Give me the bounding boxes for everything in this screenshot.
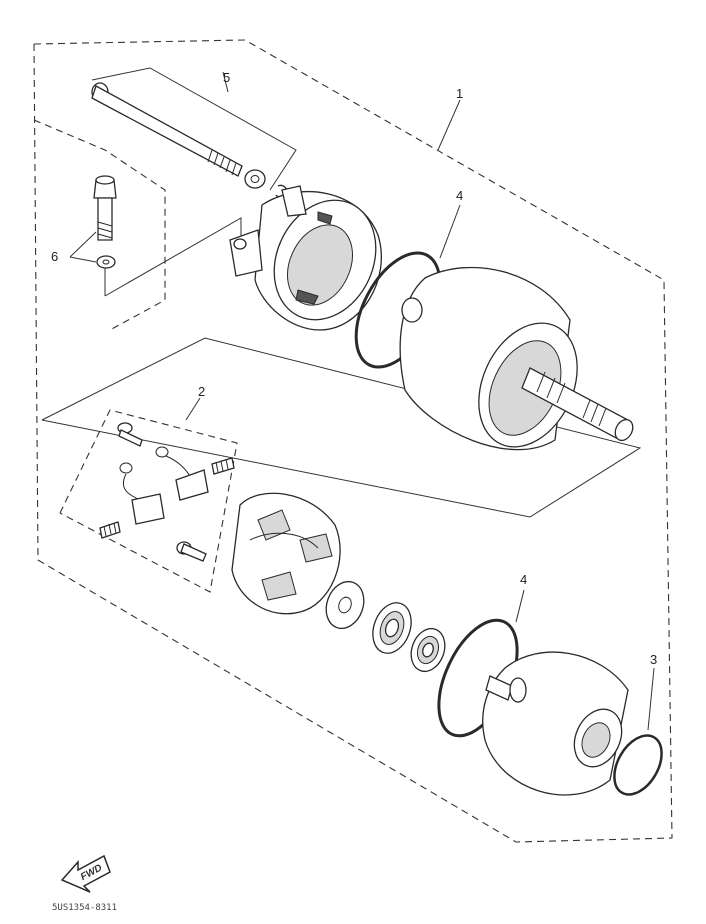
through-bolt	[91, 82, 243, 177]
leader-5	[91, 67, 297, 191]
callout-6: 6	[51, 249, 58, 264]
thrust-washer	[325, 580, 365, 630]
brush-screw-1	[117, 422, 143, 447]
callout-1: 1	[456, 86, 463, 101]
assembly-boundary-1	[33, 39, 673, 843]
leader-3	[647, 667, 655, 731]
brush-lead-left	[119, 462, 165, 525]
leader-4-lower	[515, 589, 525, 623]
leader-1	[437, 99, 461, 151]
rear-bracket	[482, 651, 629, 796]
yoke-housing	[399, 266, 634, 451]
o-ring-3	[613, 734, 663, 796]
brush-spring-2	[99, 521, 121, 539]
brush-set-boundary-2	[59, 409, 238, 593]
fwd-arrow-icon: FWD	[60, 854, 111, 893]
callout-4-upper: 4	[456, 188, 463, 203]
bolt-washer	[244, 169, 266, 189]
leader-6	[69, 231, 97, 263]
washer-leader-box	[104, 217, 242, 297]
brush-plate	[231, 492, 341, 615]
callout-4-lower: 4	[520, 572, 527, 587]
front-cover	[229, 185, 382, 331]
bolt-group-boundary	[33, 119, 166, 331]
socket-screw	[93, 175, 117, 241]
callout-3: 3	[650, 652, 657, 667]
bearing-2	[410, 627, 446, 673]
armature-frame	[41, 337, 642, 518]
part-code: 5US1354-8311	[52, 903, 117, 913]
brush-spring-1	[211, 457, 235, 475]
leader-2	[185, 397, 201, 421]
leader-4-upper	[439, 204, 461, 259]
bearing-1	[372, 602, 412, 654]
brush-lead-right	[155, 446, 209, 501]
screw-washer	[96, 255, 116, 269]
callout-5: 5	[223, 70, 230, 85]
brush-screw-2	[176, 541, 207, 562]
callout-2: 2	[198, 384, 205, 399]
